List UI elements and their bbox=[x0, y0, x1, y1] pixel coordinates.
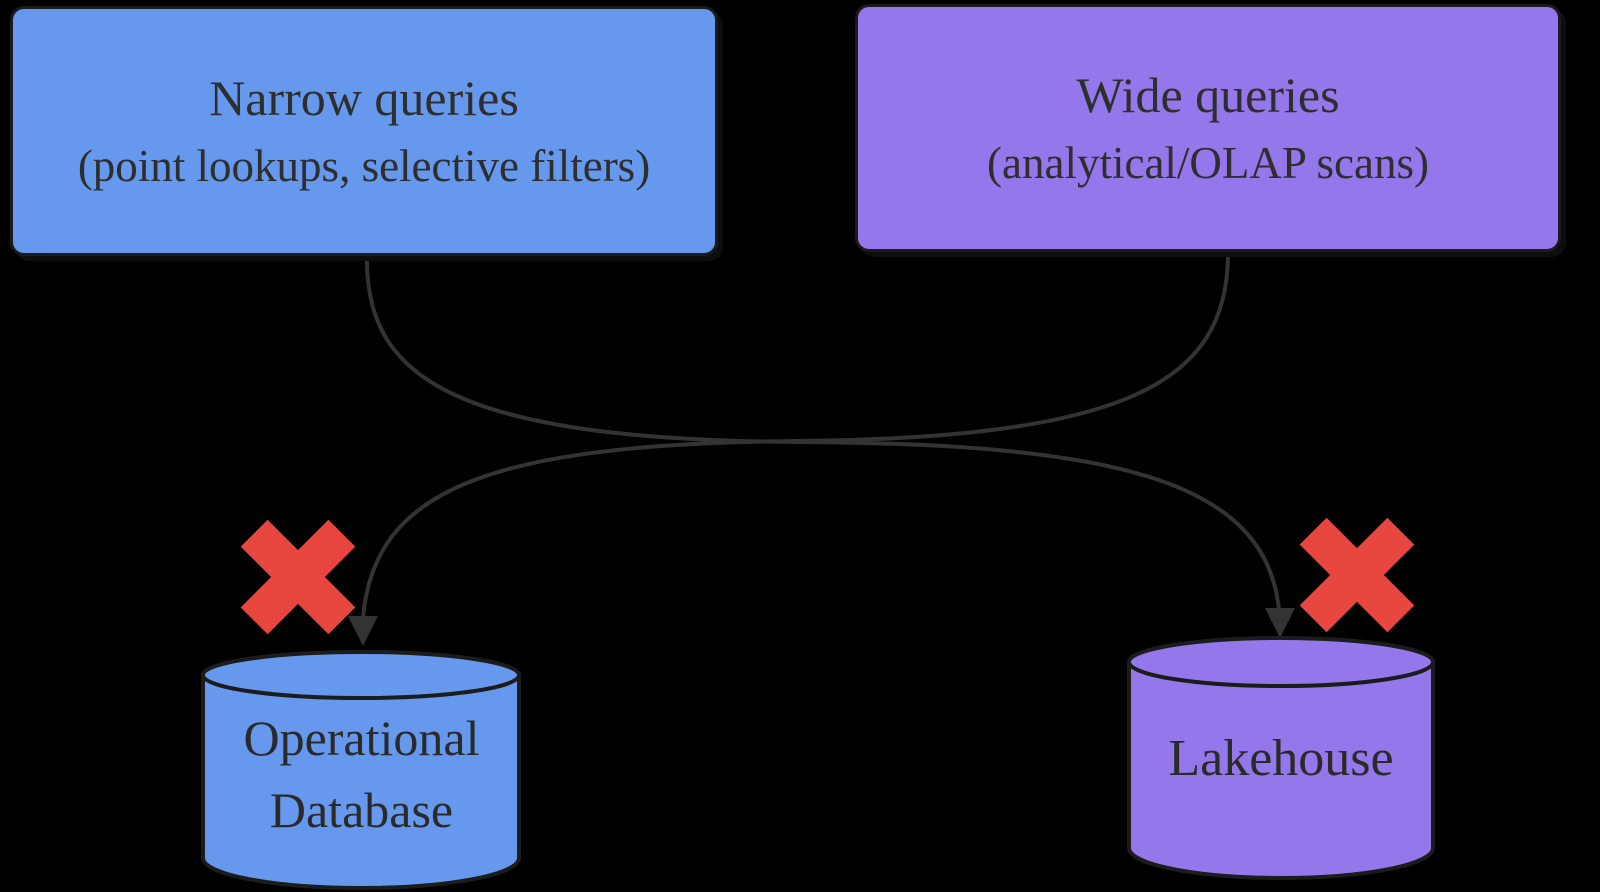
red-x-icon bbox=[240, 519, 356, 635]
lakehouse-cylinder bbox=[1127, 636, 1435, 880]
cylinder-top bbox=[1127, 636, 1435, 688]
edge-wide-queries-to-operational-database bbox=[361, 256, 1230, 620]
arrowhead-into-operational-database bbox=[348, 616, 378, 646]
operational-database-cylinder bbox=[201, 650, 521, 890]
cylinder-body bbox=[1127, 660, 1435, 880]
wide-queries-title: Wide queries bbox=[1076, 67, 1340, 123]
cylinder-body bbox=[201, 673, 521, 890]
narrow-queries-node: Narrow queries (point lookups, selective… bbox=[10, 6, 718, 256]
wide-queries-subtitle: (analytical/OLAP scans) bbox=[987, 138, 1429, 188]
narrow-queries-title: Narrow queries bbox=[209, 70, 519, 126]
narrow-queries-subtitle: (point lookups, selective filters) bbox=[77, 141, 651, 191]
cylinder-top bbox=[201, 650, 521, 700]
edge-narrow-queries-to-lakehouse bbox=[365, 260, 1281, 612]
arrowhead-into-lakehouse bbox=[1265, 608, 1295, 638]
wide-queries-node: Wide queries (analytical/OLAP scans) bbox=[855, 4, 1561, 252]
red-x-icon bbox=[1299, 517, 1415, 633]
